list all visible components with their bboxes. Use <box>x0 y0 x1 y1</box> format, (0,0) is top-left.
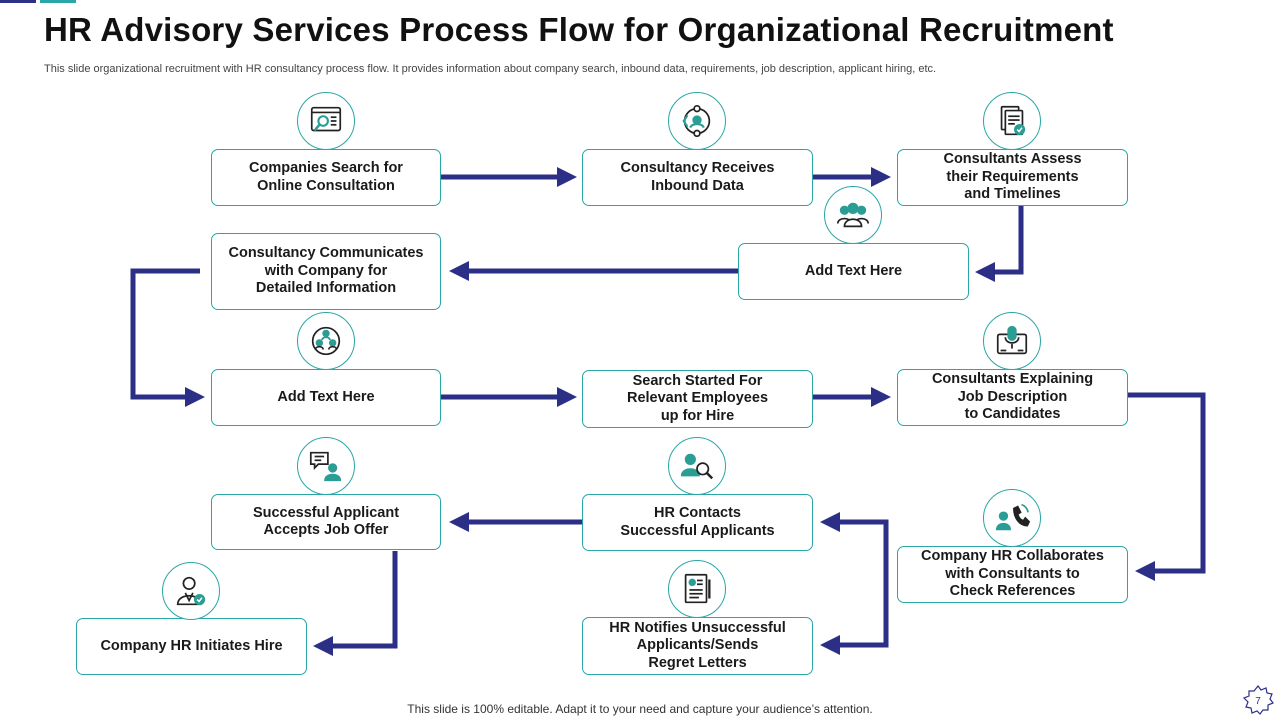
step-assess-requirements: Consultants Assess their Requirements an… <box>897 149 1128 206</box>
step-collaborates: Company HR Collaborates with Consultants… <box>897 546 1128 603</box>
step-initiates-hire: Company HR Initiates Hire <box>76 618 307 675</box>
step-communicates: Consultancy Communicates with Company fo… <box>211 233 441 310</box>
arrow-communicates-loop-left <box>130 268 205 407</box>
accent-bar-teal <box>40 0 76 3</box>
phone-call-icon <box>983 489 1041 547</box>
document-check-icon <box>983 92 1041 150</box>
employee-badge-icon <box>162 562 220 620</box>
web-search-icon <box>297 92 355 150</box>
step-add-text-1: Add Text Here <box>738 243 969 300</box>
user-search-icon <box>668 437 726 495</box>
arrow-assess-to-addtext <box>975 206 1024 282</box>
gear-badge-icon <box>1242 685 1274 715</box>
page-number: 7 <box>1255 696 1261 707</box>
step-hr-contacts: HR Contacts Successful Applicants <box>582 494 813 551</box>
arrow-explaining-to-collaborates <box>1128 392 1206 581</box>
chat-user-icon <box>297 437 355 495</box>
accent-bar-dark <box>0 0 36 3</box>
resume-icon <box>668 560 726 618</box>
arrow-branch-to-notifies <box>820 522 889 655</box>
step-receives-inbound: Consultancy Receives Inbound Data <box>582 149 813 206</box>
team-icon <box>824 186 882 244</box>
arrow-accepts-to-initiates <box>313 551 398 656</box>
microphone-presentation-icon <box>983 312 1041 370</box>
footer-note: This slide is 100% editable. Adapt it to… <box>407 702 873 716</box>
step-add-text-2: Add Text Here <box>211 369 441 426</box>
step-applicant-accepts: Successful Applicant Accepts Job Offer <box>211 494 441 550</box>
step-hr-notifies: HR Notifies Unsuccessful Applicants/Send… <box>582 617 813 675</box>
page-number-badge: 7 <box>1242 685 1274 715</box>
step-explaining-job: Consultants Explaining Job Description t… <box>897 369 1128 426</box>
inbound-data-icon <box>668 92 726 150</box>
step-search-started: Search Started For Relevant Employees up… <box>582 370 813 428</box>
people-network-icon <box>297 312 355 370</box>
page-title: HR Advisory Services Process Flow for Or… <box>44 11 1114 48</box>
step-companies-search: Companies Search for Online Consultation <box>211 149 441 206</box>
page-subtitle: This slide organizational recruitment wi… <box>44 63 937 75</box>
arrow-branch-to-contacts <box>820 512 889 645</box>
